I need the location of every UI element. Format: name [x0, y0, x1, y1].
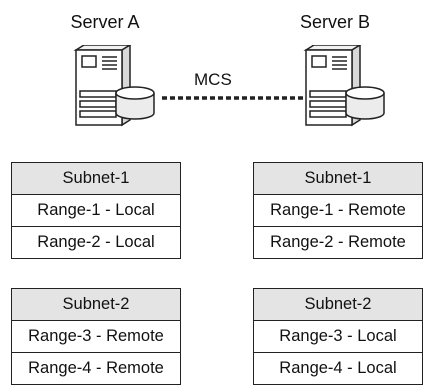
mcs-label: MCS	[194, 70, 232, 89]
range-cell: Range-3 - Local	[253, 320, 423, 353]
range-cell: Range-2 - Local	[11, 226, 181, 259]
server-a-icon	[73, 45, 155, 127]
subnet-header: Subnet-1	[253, 162, 423, 195]
server-a-subnet-1-table: Subnet-1 Range-1 - Local Range-2 - Local	[11, 162, 181, 259]
server-b-label: Server B	[299, 12, 371, 32]
server-b-subnet-1-table: Subnet-1 Range-1 - Remote Range-2 - Remo…	[253, 162, 423, 259]
range-cell: Range-2 - Remote	[253, 226, 423, 259]
subnet-header: Subnet-2	[11, 288, 181, 321]
range-cell: Range-1 - Remote	[253, 194, 423, 227]
server-b-subnet-2-table: Subnet-2 Range-3 - Local Range-4 - Local	[253, 288, 423, 385]
range-cell: Range-4 - Remote	[11, 352, 181, 385]
subnet-header: Subnet-1	[11, 162, 181, 195]
range-cell: Range-1 - Local	[11, 194, 181, 227]
server-a-label: Server A	[70, 12, 140, 32]
mcs-link	[162, 96, 306, 100]
range-cell: Range-4 - Local	[253, 352, 423, 385]
server-b-icon	[303, 45, 385, 127]
subnet-header: Subnet-2	[253, 288, 423, 321]
server-a-subnet-2-table: Subnet-2 Range-3 - Remote Range-4 - Remo…	[11, 288, 181, 385]
range-cell: Range-3 - Remote	[11, 320, 181, 353]
